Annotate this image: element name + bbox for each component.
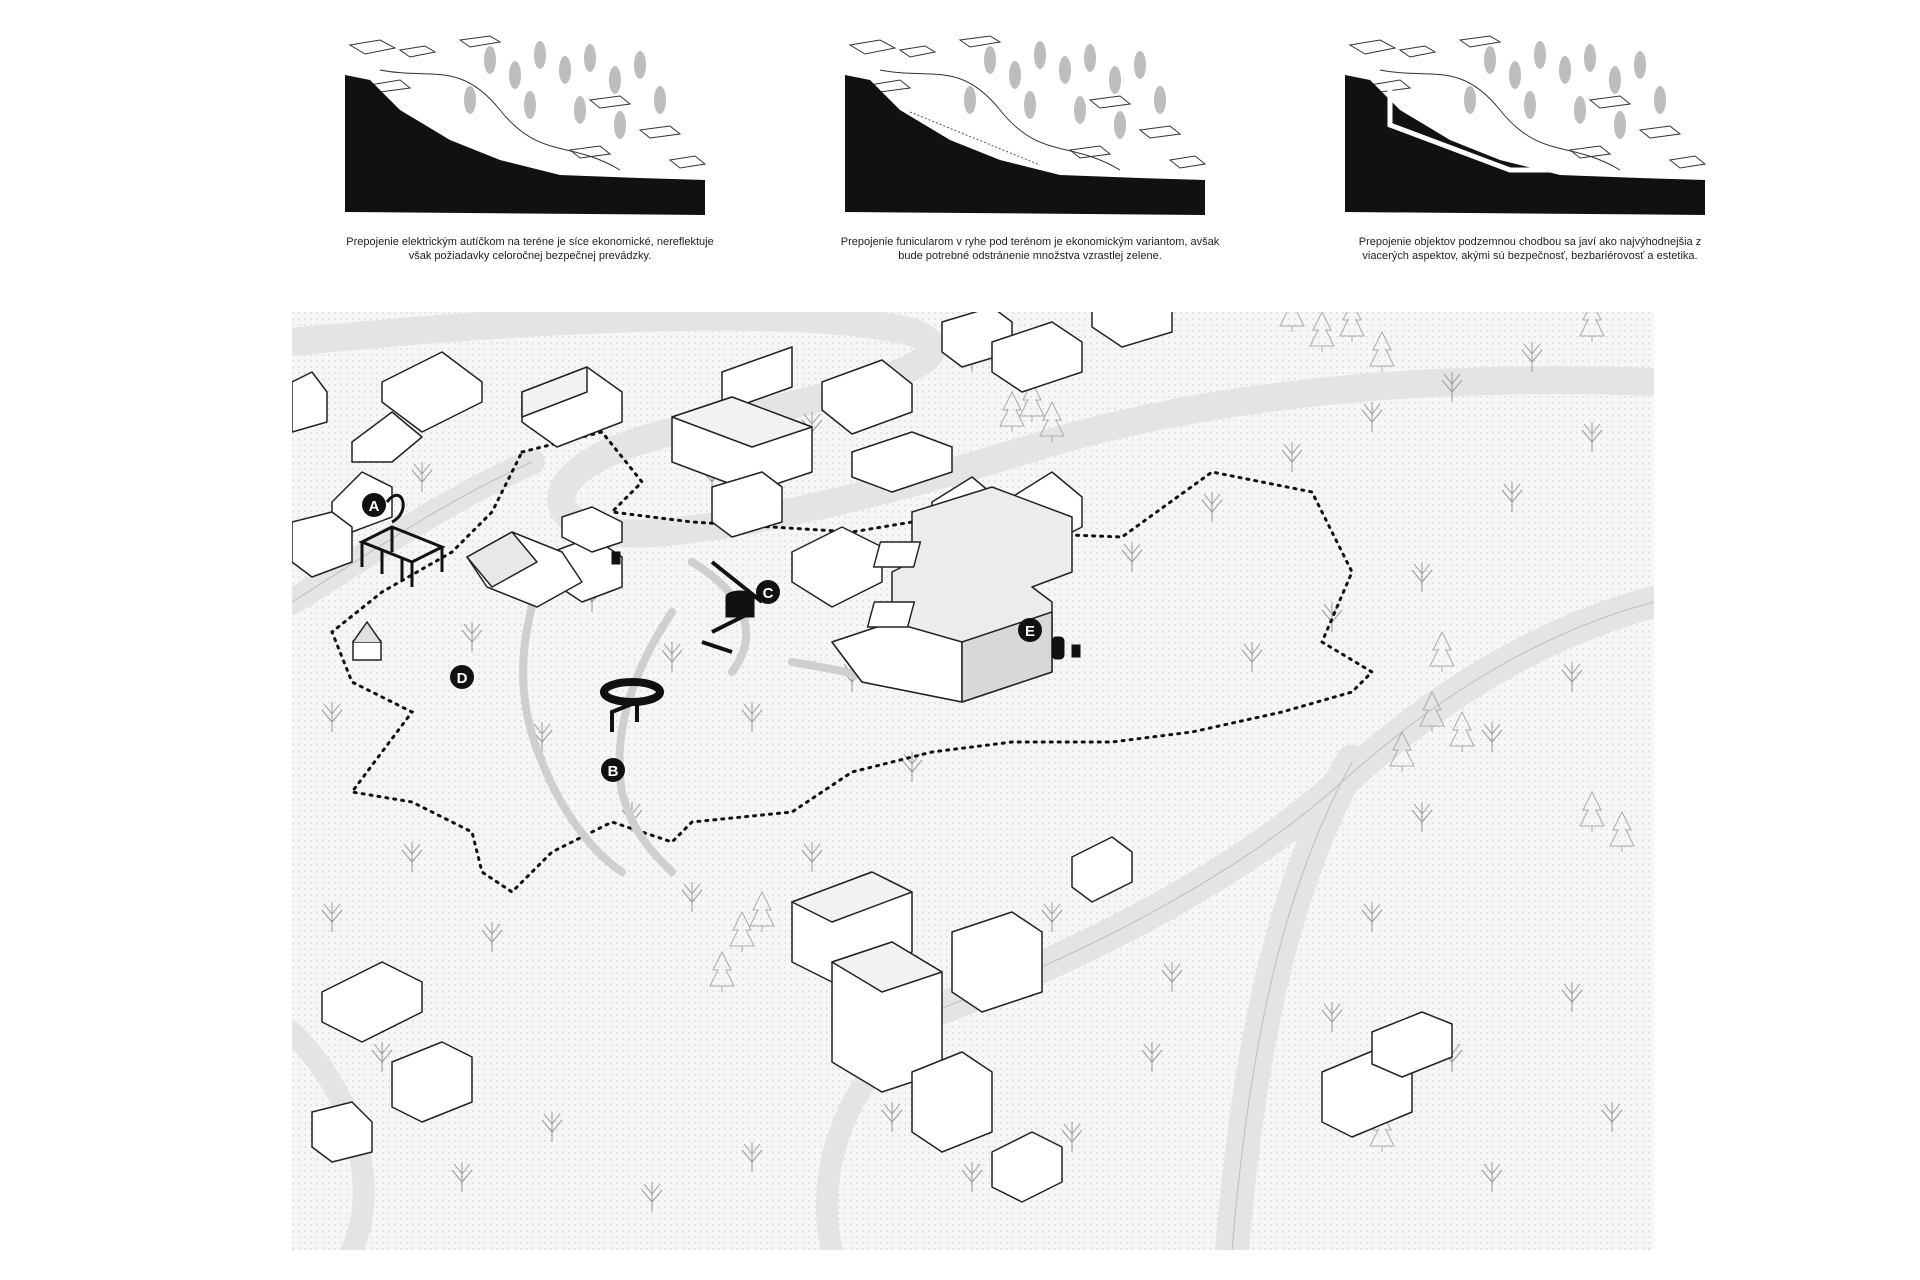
site-plan-drawing: A B C D E — [292, 312, 1654, 1250]
path-line — [879, 69, 1121, 171]
marker-label-a: A — [369, 498, 380, 515]
background-trees — [964, 41, 1166, 139]
section-underground-drawing — [1345, 35, 1707, 215]
background-trees — [1464, 41, 1666, 139]
marker-label-e: E — [1025, 623, 1035, 640]
section-caption: Prepojenie funicularom v ryhe pod teréno… — [840, 236, 1220, 262]
new-building — [831, 486, 1073, 703]
underground-corridor — [1387, 90, 1560, 173]
background-trees — [464, 41, 666, 139]
gazebo — [352, 620, 382, 661]
terrain-mass — [845, 75, 1205, 215]
houses — [1348, 35, 1707, 169]
section-underground: Prepojenie objektov podzemnou chodbou sa… — [1340, 30, 1720, 290]
marker-label-d: D — [457, 670, 468, 687]
section-electric-car-drawing — [345, 35, 707, 215]
path-line — [379, 69, 621, 171]
section-caption: Prepojenie elektrickým autíčkom na terén… — [346, 236, 714, 262]
site-boundary — [330, 430, 1375, 894]
road-edges — [292, 461, 1654, 1250]
section-sketches: Prepojenie elektrickým autíčkom na terén… — [340, 30, 1720, 290]
houses — [348, 35, 707, 169]
terrain-mass — [345, 75, 705, 215]
installations — [385, 493, 1081, 732]
pavilion-frames — [358, 525, 446, 587]
section-funicular: Prepojenie funicularom v ryhe pod teréno… — [840, 30, 1220, 290]
marker-label-b: B — [608, 763, 619, 780]
section-funicular-drawing — [845, 35, 1207, 215]
marker-C: C — [756, 580, 780, 604]
site-plan: A B C D E — [292, 312, 1654, 1250]
houses — [848, 35, 1207, 169]
section-electric-car: Prepojenie elektrickým autíčkom na terén… — [340, 30, 720, 290]
marker-D: D — [450, 665, 474, 689]
marker-A: A — [362, 493, 386, 517]
terrain-mass — [1345, 75, 1705, 215]
surrounding-houses — [292, 312, 1453, 1203]
section-caption: Prepojenie objektov podzemnou chodbou sa… — [1358, 236, 1702, 262]
existing-building — [466, 506, 623, 608]
path-line — [1379, 69, 1621, 171]
marker-B: B — [601, 758, 625, 782]
marker-E: E — [1018, 618, 1042, 642]
marker-label-c: C — [763, 585, 774, 602]
